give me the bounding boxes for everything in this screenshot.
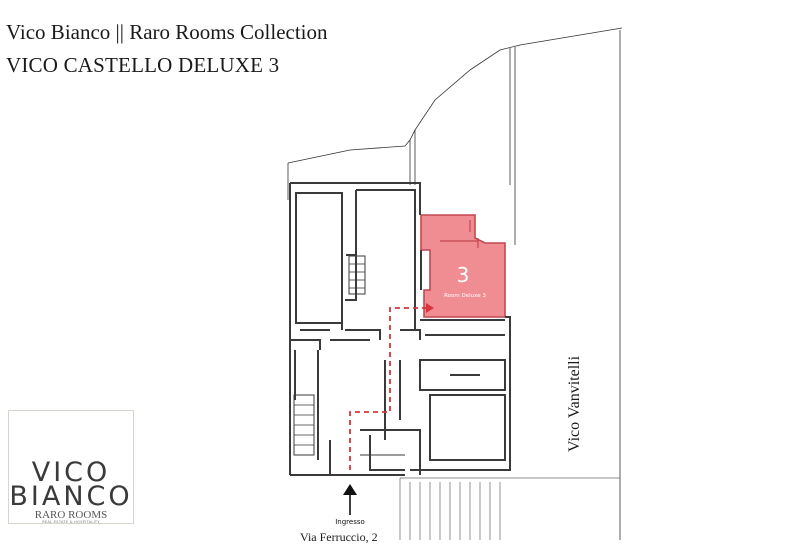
exterior-steps (399, 477, 620, 540)
title-line-1: Vico Bianco || Raro Rooms Collection (6, 20, 328, 44)
logo-tagline: REAL ESTATE & HOSPITALITY (42, 520, 100, 524)
title-line-2: VICO CASTELLO DELUXE 3 (6, 53, 280, 77)
entrance-arrow (343, 484, 357, 515)
entrance-label: Ingresso (335, 518, 365, 526)
logo: VICO BIANCO RARO ROOMS REAL ESTATE & HOS… (8, 410, 134, 524)
room-3-area[interactable] (420, 214, 506, 318)
room-name: Room Deluxe 3 (444, 293, 486, 299)
route-arrowhead (426, 303, 434, 313)
logo-brand: RARO ROOMS (34, 509, 108, 521)
logo-line-2: BIANCO (9, 481, 133, 512)
street-label-right: Vico Vanvitelli (566, 355, 583, 452)
room-number: 3 (456, 263, 470, 287)
route-path (349, 307, 426, 470)
street-label-bottom: Via Ferruccio, 2 (300, 530, 378, 544)
building-walls (289, 182, 511, 476)
logo-line-1: VICO (31, 457, 111, 488)
terrain-lines (287, 27, 623, 540)
